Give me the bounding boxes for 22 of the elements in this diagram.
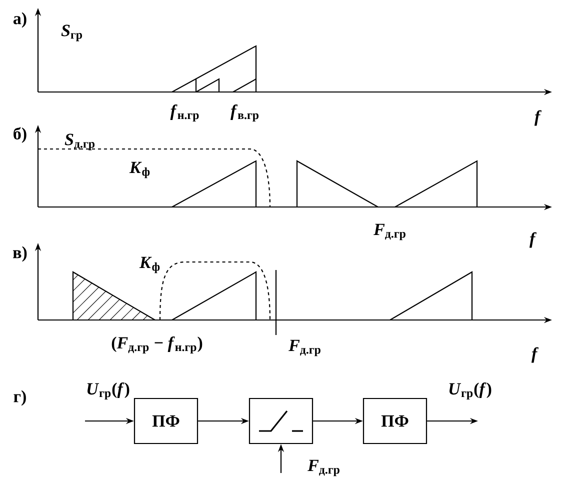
- switch-box: [248, 398, 314, 444]
- edge-label: U$_{гр}$(f): [87, 382, 130, 400]
- axis-label: K$_{ф}$: [139, 256, 160, 274]
- axis-label: f: [534, 110, 542, 126]
- filter-box: ПФ: [134, 398, 198, 444]
- axis-label: f$_{в.гр}$: [230, 104, 258, 122]
- axis-label: а): [13, 12, 26, 28]
- axis-label: б): [14, 127, 26, 143]
- axis-label: S$_{гр}$: [61, 24, 82, 42]
- axis-label: в): [13, 246, 27, 262]
- axis-label: (F$_{д.гр}$ − f$_{н.гр}$): [112, 336, 202, 354]
- edge-label: F$_{д.гр}$: [308, 460, 340, 476]
- axis-label: F$_{д.гр}$: [288, 340, 320, 356]
- axis-label: f$_{н.гр}$: [170, 104, 199, 122]
- axis-label: S$_{д.гр}$: [64, 134, 94, 150]
- filter-box: ПФ: [362, 398, 428, 444]
- edge-label: U$_{гр}$(f): [449, 382, 492, 400]
- axis-label: f: [529, 232, 537, 248]
- axis-label: f: [531, 347, 539, 363]
- axis-label: г): [14, 390, 26, 406]
- axis-label: K$_{ф}$: [129, 162, 150, 178]
- axis-label: F$_{д.гр}$: [374, 224, 406, 240]
